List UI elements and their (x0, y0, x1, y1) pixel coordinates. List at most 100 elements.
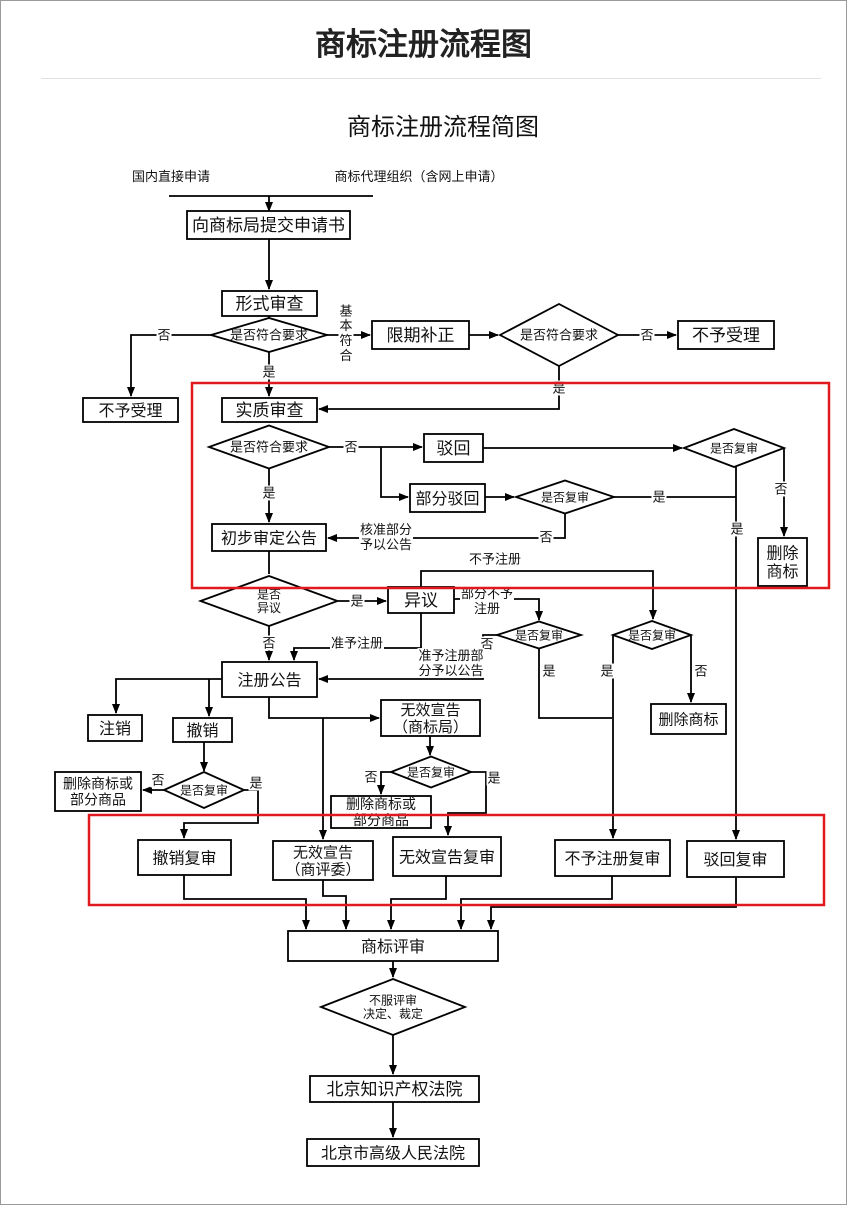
connector (183, 875, 310, 930)
box-label: 不予注册复审 (564, 849, 660, 868)
edge-label-yes: 是 (541, 663, 557, 680)
edge-label: 否 (364, 771, 377, 786)
edge-label-yes: 是 (651, 489, 667, 506)
edge-label: 准予注册部分予以公告 (418, 649, 483, 679)
diagram-title: 商标注册流程简图 (347, 113, 539, 141)
decision-partial-review-q: 是否复审 (513, 479, 617, 515)
highlight-review-stage (87, 813, 826, 907)
box-opposition: 异议 (387, 586, 455, 614)
decision-formal-check: 是否符合要求 (207, 317, 331, 353)
box-label: 北京市高级人民法院 (321, 1143, 465, 1162)
box-label: 不予受理 (98, 401, 162, 420)
edge-label: 是 (652, 491, 665, 506)
decision-opposition-q: 是否异议 (197, 575, 341, 627)
edge-label-no: 否 (639, 327, 655, 344)
edge-label-yes: 是 (261, 364, 277, 381)
decision-label: 是否符合要求 (230, 440, 308, 456)
box-revoke: 撤销 (172, 717, 233, 743)
edge-label: 否 (640, 329, 653, 344)
box-label: 无效宣告复审 (399, 847, 495, 866)
edge-label: 否 (151, 774, 164, 789)
box-label: 删除商标或部分商品 (63, 776, 133, 808)
box-rejection-review: 驳回复审 (686, 840, 785, 878)
decision-label: 是否复审 (180, 782, 228, 797)
edge-label: 否 (539, 531, 552, 546)
decision-label: 不服评审决定、裁定 (363, 992, 423, 1021)
page-title: 商标注册流程图 (315, 27, 532, 63)
decision-revoke-review-q: 是否复审 (161, 771, 247, 809)
box-reject-right: 不予受理 (677, 320, 775, 350)
connector (380, 447, 409, 501)
edge-label: 是 (730, 523, 743, 538)
box-trab-review: 商标评审 (287, 930, 499, 962)
box-invalid-tmo: 无效宣告（商标局） (380, 699, 481, 737)
box-label: 注销 (99, 719, 131, 738)
edge-label-yes: 是 (248, 775, 264, 792)
box-cancel: 注销 (87, 714, 143, 742)
edge-label-no: 否 (150, 772, 166, 789)
edge-label-approve-registration: 准予注册 (330, 635, 384, 652)
edge-label-partial-deny: 部分不予注册 (460, 586, 514, 617)
box-prelim-announce: 初步审定公告 (211, 523, 327, 552)
box-revoke-review: 撤销复审 (137, 839, 232, 876)
edge-label: 否 (344, 441, 357, 456)
edge-label: 是 (262, 366, 275, 381)
box-label: 部分驳回 (415, 489, 479, 508)
decision-label: 是否符合要求 (520, 328, 598, 344)
decision-invalid-review-q: 是否复审 (388, 755, 474, 789)
edge-label: 是 (542, 665, 555, 680)
edge-label: 基本符合 (339, 304, 352, 364)
box-label: 不予受理 (692, 326, 760, 346)
box-delete-goods-2: 删除商标或部分商品 (330, 795, 432, 829)
connector (457, 876, 613, 930)
edge-label-no: 否 (538, 529, 554, 546)
connector (387, 876, 447, 930)
highlight-substantive-review (190, 381, 831, 590)
box-invalid-trab: 无效宣告（商评委） (272, 840, 374, 881)
edge-label-deny-registration: 不予注册 (468, 551, 522, 568)
edge-label-yes: 是 (349, 593, 365, 610)
decision-deny-review-q: 是否复审 (610, 620, 694, 650)
edge-label: 是 (552, 382, 565, 397)
box-correction: 限期补正 (371, 320, 470, 350)
edge-label-yes: 是 (261, 485, 277, 502)
connector (538, 649, 612, 719)
connector (322, 880, 350, 930)
connector (420, 570, 657, 620)
box-ip-court: 北京知识产权法院 (309, 1075, 480, 1103)
box-rejection: 驳回 (423, 433, 484, 463)
box-reject-left: 不予受理 (82, 397, 179, 423)
edge-label-yes: 是 (551, 380, 567, 397)
box-label: 实质审查 (236, 401, 304, 421)
box-label: 撤销 (186, 721, 218, 740)
decision-partial-deny-review-q: 是否复审 (494, 620, 584, 650)
box-partial-rejection: 部分驳回 (409, 483, 486, 513)
edge-label: 是 (262, 487, 275, 502)
connector (268, 697, 380, 722)
decision-label: 是否复审 (515, 627, 563, 642)
decision-correction-check: 是否符合要求 (498, 302, 620, 368)
decision-label: 是否复审 (710, 440, 758, 455)
box-substantive-review: 实质审查 (221, 397, 318, 423)
edge-label-no: 否 (773, 481, 789, 498)
edge-label: 准予注册 (331, 637, 383, 652)
edge-label-no: 否 (363, 769, 379, 786)
edge-label: 是 (600, 665, 613, 680)
box-label: 撤销复审 (152, 848, 216, 867)
edge-label: 核准部分予以公告 (360, 523, 412, 553)
edge-label: 是 (249, 777, 262, 792)
box-label: 形式审查 (236, 295, 304, 315)
decision-rejection-review-q: 是否复审 (681, 428, 787, 468)
box-label: 驳回复审 (703, 850, 767, 869)
connector (127, 334, 211, 397)
box-label: 删除商标或部分商品 (346, 797, 416, 829)
decision-label: 是否符合要求 (230, 328, 308, 344)
connector (112, 678, 222, 714)
box-deny-review: 不予注册复审 (554, 839, 671, 877)
box-label: 向商标局提交申请书 (192, 216, 345, 236)
box-delete-goods-1: 删除商标或部分商品 (54, 771, 142, 812)
decision-label: 是否异议 (257, 587, 281, 615)
edge-label-yes: 是 (599, 663, 615, 680)
edge-label: 否 (157, 329, 170, 344)
